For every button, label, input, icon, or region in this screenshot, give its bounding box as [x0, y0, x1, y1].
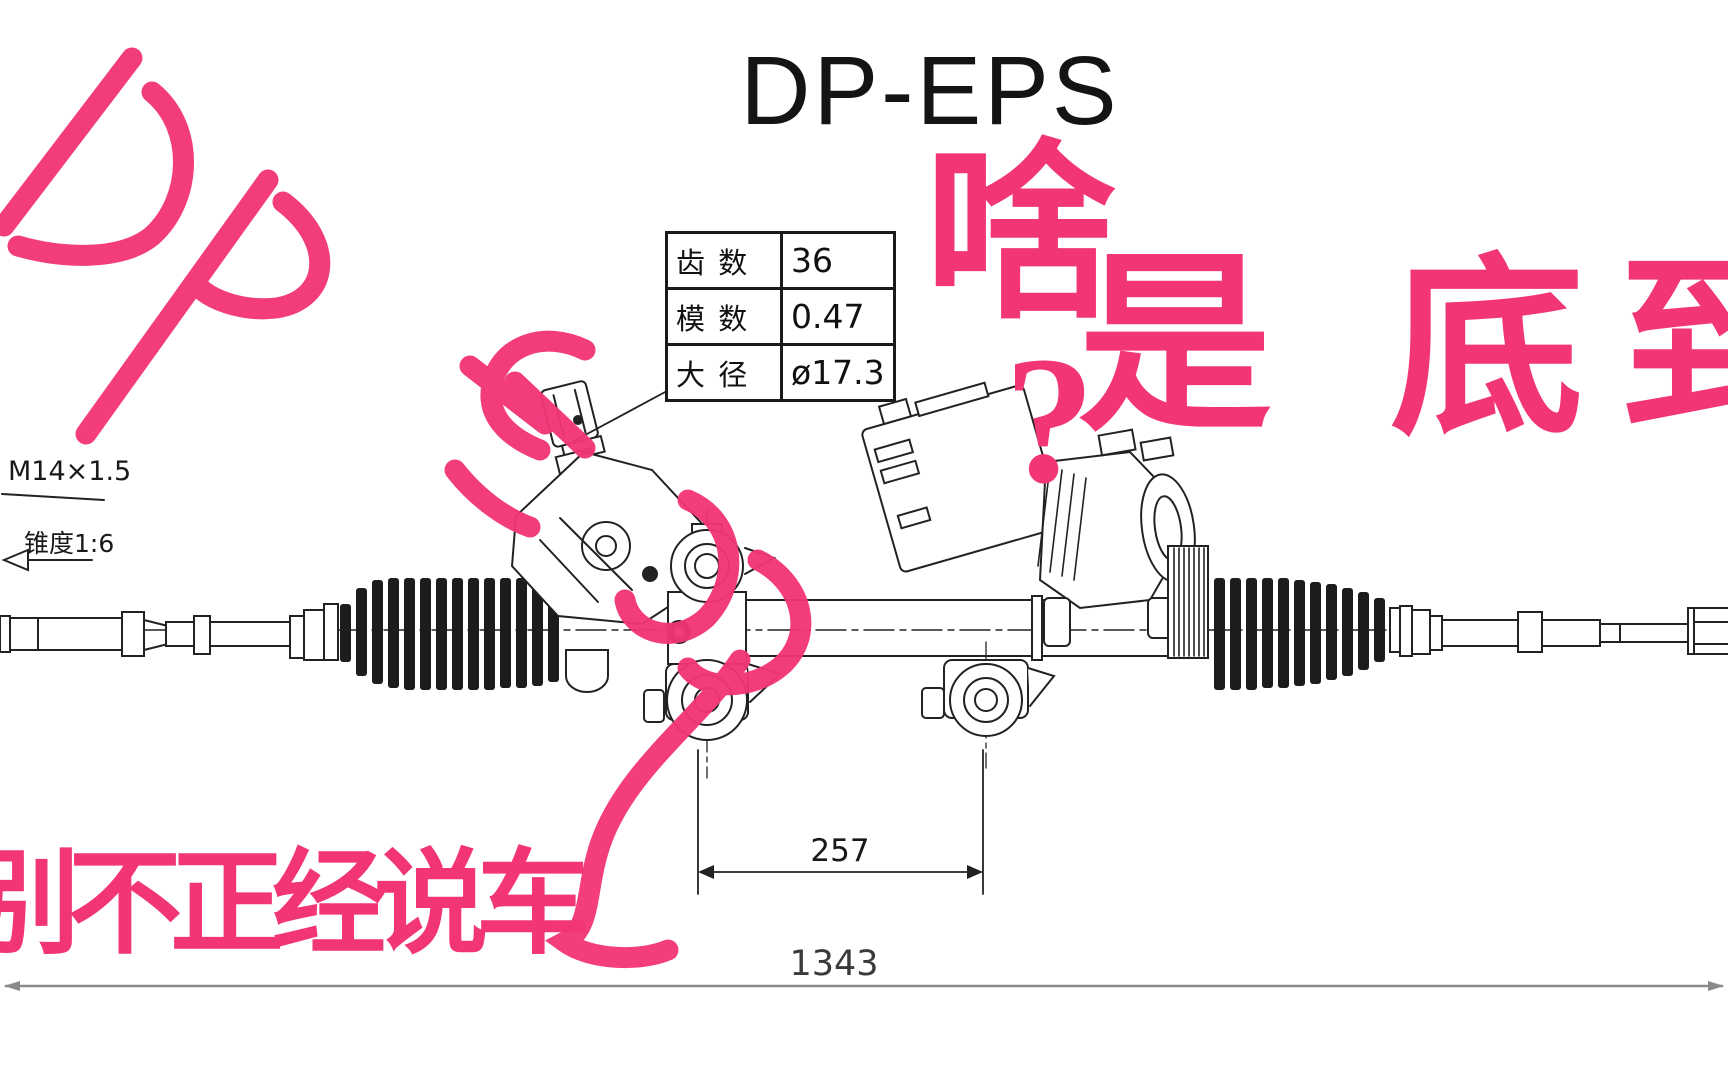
- stroke-hyphen-1: [459, 355, 556, 435]
- taper-leader-line: [1, 548, 93, 572]
- rack-end-hatched: [1167, 545, 1209, 659]
- table-row: 齿 数 36: [665, 231, 896, 290]
- spec-label-diameter: 大 径: [665, 343, 783, 402]
- marquee-char-dao: 到: [1618, 241, 1728, 456]
- stroke-p-slash: [75, 169, 279, 445]
- dimension-1343: [4, 981, 1724, 991]
- marquee-char-di: 底: [1390, 243, 1584, 458]
- motor-ecu-unit: [861, 381, 1196, 647]
- stroke-e-top: [480, 330, 596, 461]
- bellows-boot-left: [340, 578, 559, 690]
- dimension-257: [697, 749, 984, 895]
- sticker-question-mark: ?: [1004, 320, 1095, 521]
- gear-spec-table: 齿 数 36 模 数 0.47 大 径 ø17.3: [665, 231, 896, 402]
- page-title: DP-EPS: [740, 36, 1120, 145]
- stroke-d-slash: [0, 47, 143, 237]
- channel-watermark: 别不正经说车: [0, 841, 590, 968]
- spec-value-module: 0.47: [780, 287, 896, 346]
- stroke-p2-loop: [614, 489, 740, 644]
- stroke-hyphen-2: [504, 371, 596, 459]
- mount-right: [921, 641, 1056, 769]
- sticker-sha-char: 啥: [924, 129, 1116, 342]
- spec-value-diameter: ø17.3: [780, 343, 896, 402]
- thread-spec-label: M14×1.5: [8, 456, 132, 487]
- dimension-257-text: 257: [810, 833, 870, 869]
- stroke-e-bottom: [444, 459, 541, 538]
- dimension-1343-text: 1343: [789, 944, 879, 984]
- pinion-housing: [510, 450, 708, 693]
- tie-rod-right: [1389, 605, 1728, 657]
- thread-leader-line: [1, 493, 105, 501]
- marquee-char-shi: 是: [1078, 239, 1272, 454]
- spec-value-teeth: 36: [780, 231, 896, 290]
- bellows-boot-right: [1214, 578, 1385, 690]
- spec-label-module: 模 数: [665, 287, 783, 346]
- spec-label-teeth: 齿 数: [665, 231, 783, 290]
- taper-spec-label: 锥度1:6: [24, 529, 115, 558]
- stroke-p-bowl: [191, 191, 331, 320]
- stroke-s-tail: [545, 649, 751, 968]
- stroke-d-bowl: [7, 81, 194, 266]
- table-row: 大 径 ø17.3: [665, 343, 896, 402]
- table-leader-line: [573, 390, 668, 442]
- table-row: 模 数 0.47: [665, 287, 896, 346]
- stroke-s-top: [677, 549, 812, 696]
- tie-rod-left: [0, 603, 339, 661]
